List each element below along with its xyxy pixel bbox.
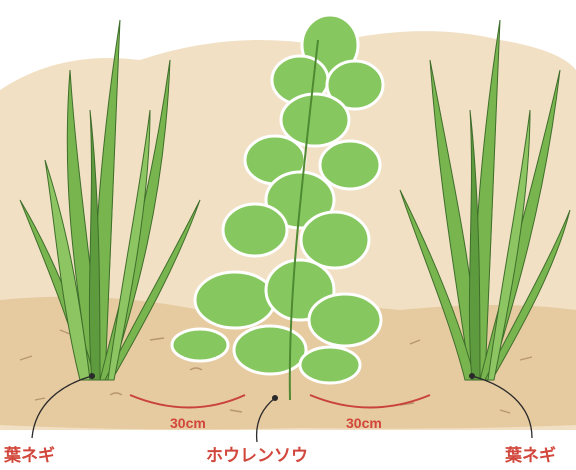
center-plant-label: ホウレンソウ	[206, 448, 308, 465]
spacing-right-label: 30cm	[346, 416, 382, 430]
left-plant-label: 葉ネギ	[4, 448, 55, 465]
right-plant-label: 葉ネギ	[505, 448, 556, 465]
spacing-left-label: 30cm	[170, 416, 206, 430]
